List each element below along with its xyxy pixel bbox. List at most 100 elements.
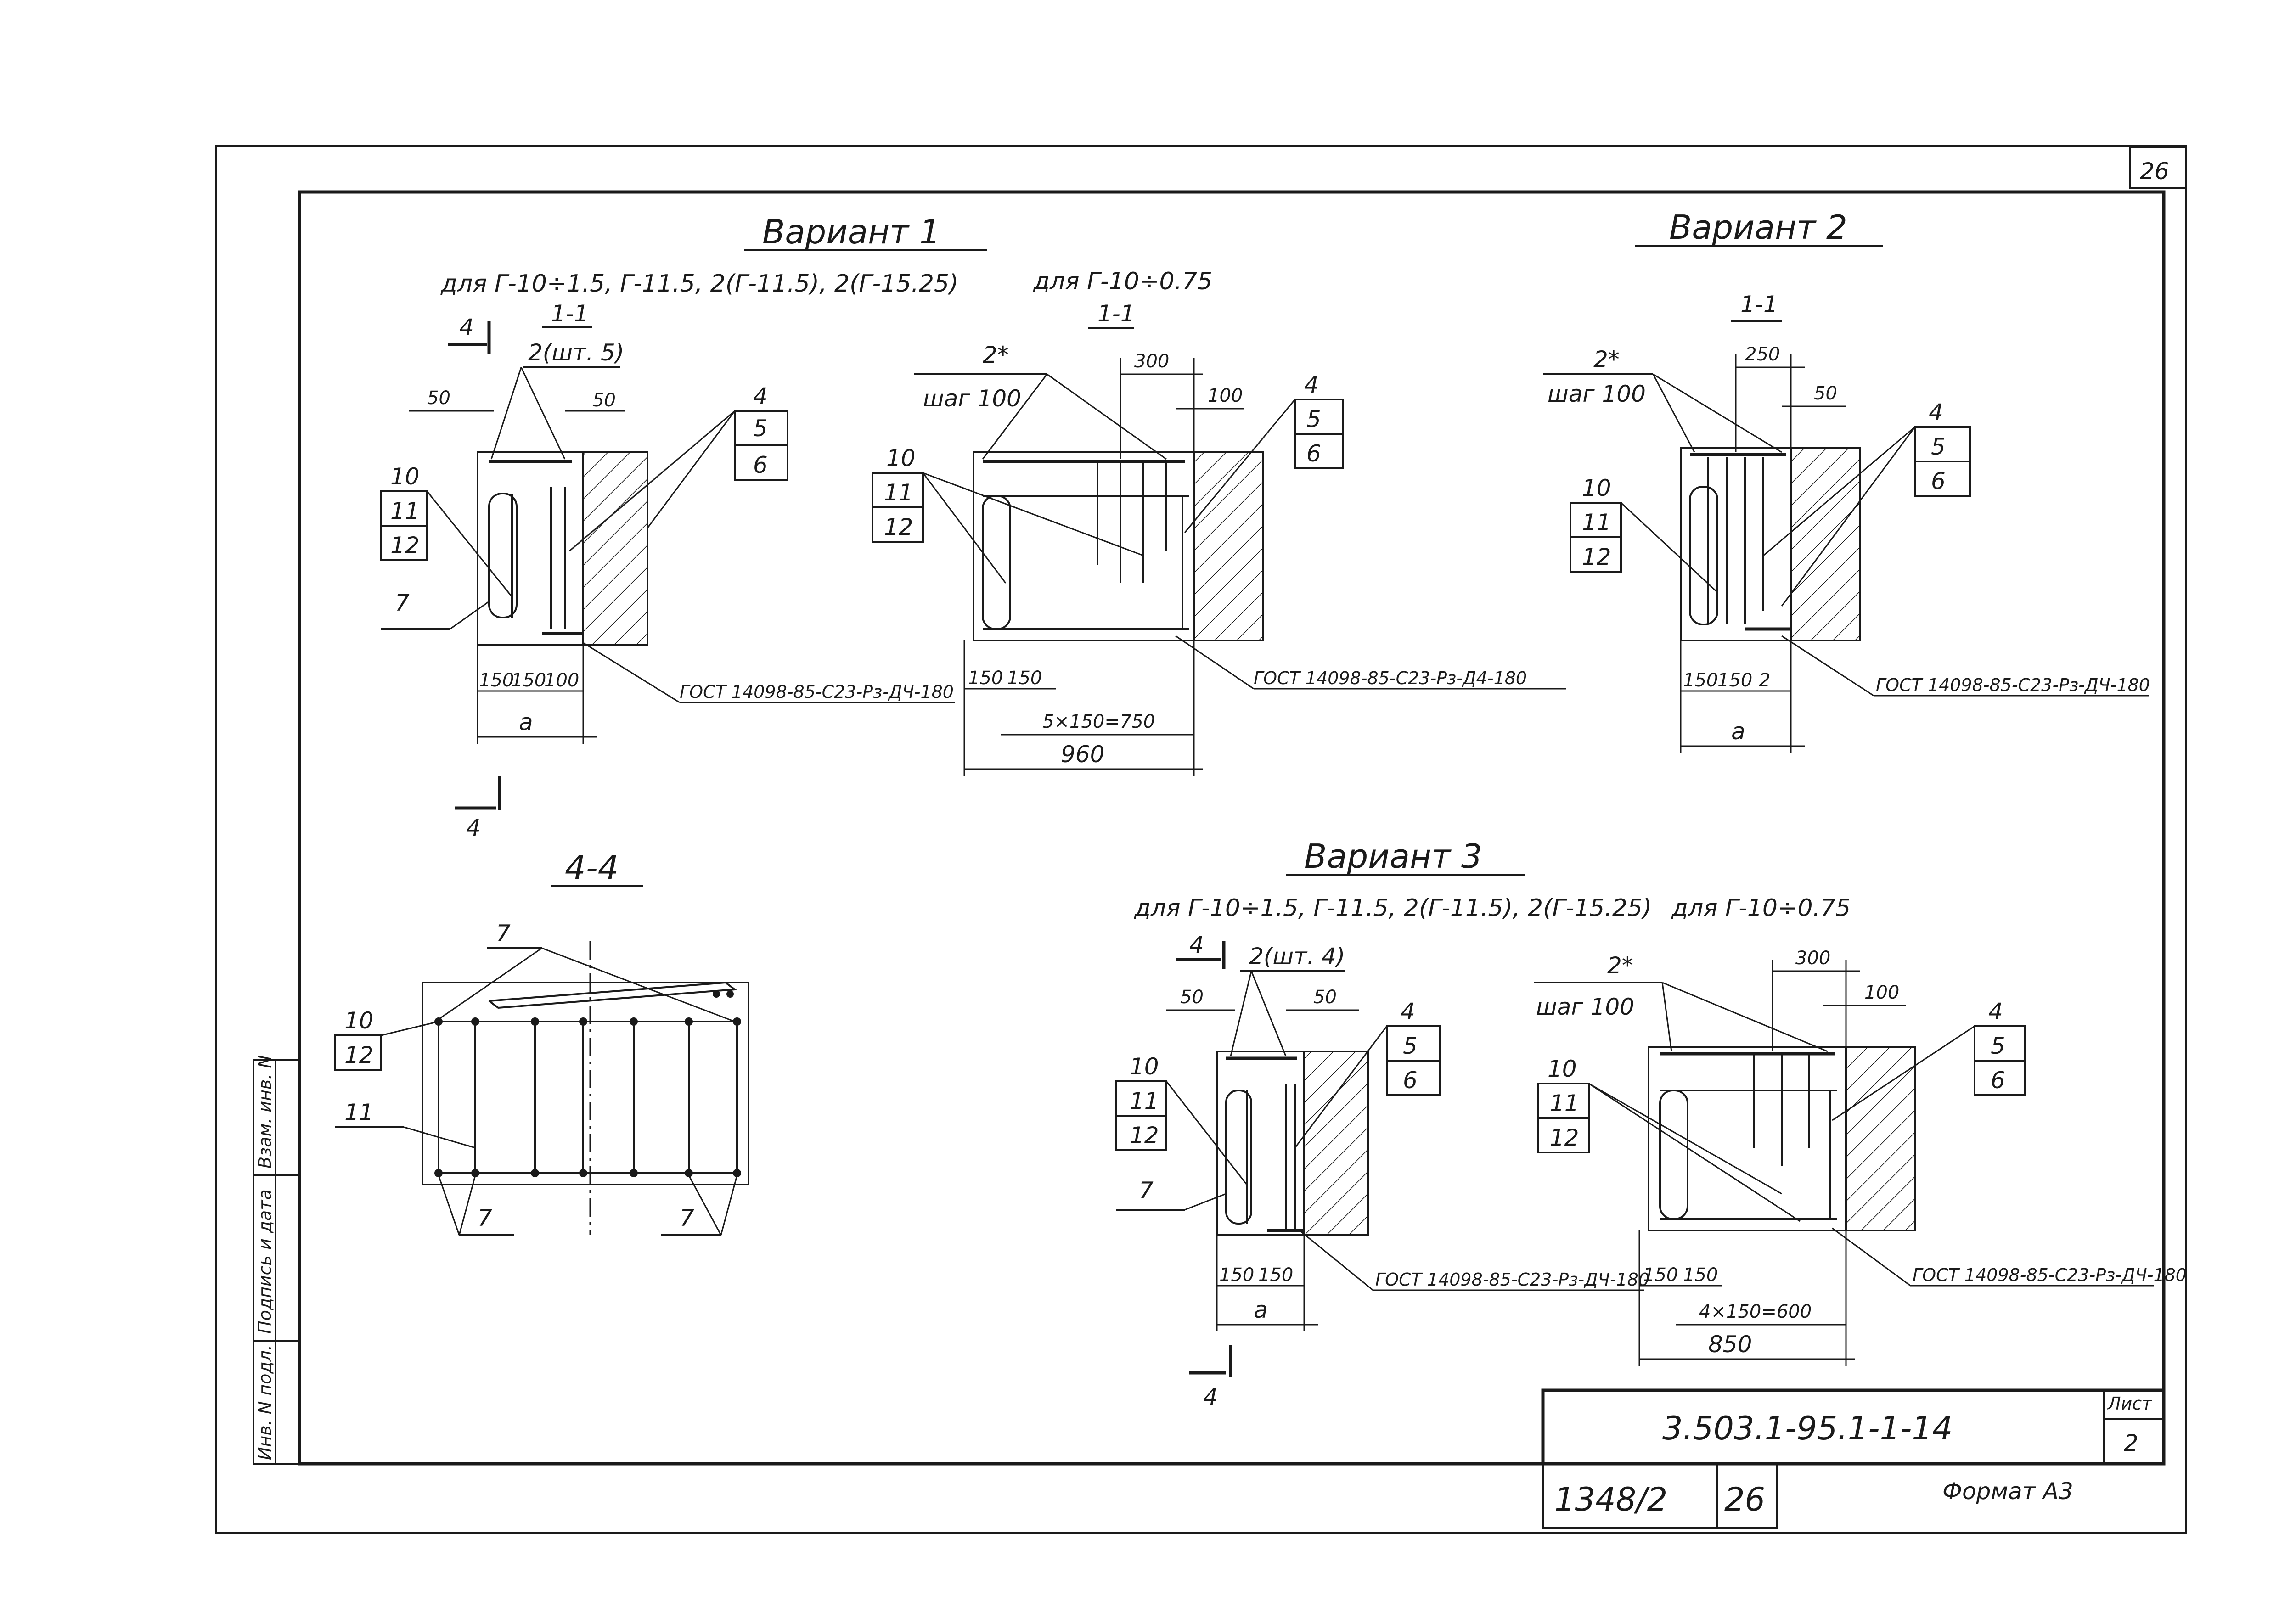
v1l-label-6: 6 [753, 452, 768, 478]
v1r-dim-total: 960 [1061, 741, 1104, 768]
v3r-subtitle: для Г-10÷0.75 [1671, 894, 1851, 922]
v1r-section: 1-1 [1097, 300, 1135, 327]
inventory-no: 1348/2 [1554, 1481, 1667, 1518]
v3l-dim-left: 50 [1180, 987, 1204, 1008]
v3r-dim-b1: 150 [1643, 1264, 1678, 1286]
v3l-dim-right: 50 [1313, 987, 1337, 1008]
title-block: 3.503.1-95.1-1-14 Лист 2 1348/2 26 Форма… [1541, 1388, 2166, 1529]
v3l-label-7: 7 [1139, 1177, 1154, 1204]
side-stamp-col1: Инв. N подл. [255, 1345, 275, 1460]
sheet-number-box: 26 [2129, 146, 2187, 189]
v3l-gost: ГОСТ 14098-85-С23-Рз-ДЧ-180 [1375, 1270, 1649, 1290]
page-no: 26 [1724, 1481, 1765, 1518]
s44-label-7-top: 7 [496, 920, 511, 947]
v3r-dim-total: 850 [1708, 1331, 1752, 1358]
v3r-gost: ГОСТ 14098-85-С23-Рз-ДЧ-180 [1913, 1265, 2187, 1285]
v3r-rebar-note: 2* [1607, 952, 1633, 979]
v3l-label-10: 10 [1130, 1053, 1159, 1080]
v3l-dim-b2: 150 [1258, 1264, 1293, 1286]
v3l-cut-bottom: 4 [1203, 1384, 1218, 1410]
sheet-no: 2 [2124, 1430, 2138, 1456]
variant3-right-section: для Г-10÷0.75 2* шаг 100 300 100 4 5 6 1… [1534, 894, 2187, 1366]
v2-dim-right: 50 [1814, 383, 1837, 404]
s44-label-12: 12 [344, 1042, 374, 1068]
v3r-dim-series: 4×150=600 [1699, 1301, 1812, 1322]
v3r-dim-top: 300 [1795, 948, 1830, 969]
v3l-label-11: 11 [1130, 1088, 1159, 1114]
v3r-dim-right: 100 [1864, 982, 1899, 1003]
v1l-subtitle: для Г-10÷1.5, Г-11.5, 2(Г-11.5), 2(Г-15.… [440, 270, 958, 298]
side-stamp-col2: Подпись и дата [255, 1189, 275, 1334]
v1l-gost: ГОСТ 14098-85-С23-Рз-ДЧ-180 [680, 682, 954, 702]
v3l-cut-top: 4 [1189, 932, 1204, 958]
v1r-dim-top: 300 [1134, 351, 1169, 372]
v3r-dim-b2: 150 [1683, 1264, 1718, 1286]
inner-frame [298, 190, 2166, 1466]
variant3-left-section: для Г-10÷1.5, Г-11.5, 2(Г-11.5), 2(Г-15.… [1115, 894, 1652, 1410]
v1r-subtitle: для Г-10÷0.75 [1033, 268, 1212, 295]
v3r-step: шаг 100 [1536, 994, 1634, 1020]
v2-label-4: 4 [1929, 399, 1943, 426]
v2-dim-a: a [1731, 718, 1745, 745]
v3l-rebar-note: 2(шт. 4) [1249, 943, 1345, 970]
v1r-dim-right: 100 [1208, 385, 1243, 406]
v1l-label-10: 10 [390, 463, 420, 490]
variant3-title: Вариант 3 [1304, 837, 1482, 876]
v3l-subtitle: для Г-10÷1.5, Г-11.5, 2(Г-11.5), 2(Г-15.… [1134, 894, 1652, 922]
v2-step: шаг 100 [1548, 381, 1646, 407]
v1r-label-12: 12 [884, 514, 913, 540]
v1l-dim-b1: 150 [479, 670, 514, 691]
v3l-label-6: 6 [1403, 1067, 1418, 1094]
v1l-label-4: 4 [753, 383, 768, 410]
v1l-label-7: 7 [395, 590, 410, 616]
v2-gost: ГОСТ 14098-85-С23-Рз-ДЧ-180 [1876, 675, 2150, 695]
v2-label-5: 5 [1931, 433, 1946, 460]
v2-dim-top: 250 [1745, 344, 1780, 365]
s44-label-7-right: 7 [680, 1205, 694, 1231]
v3r-label-12: 12 [1550, 1124, 1579, 1151]
v1l-dim-a: a [519, 709, 533, 736]
s44-label-7-left: 7 [478, 1205, 492, 1231]
s44-label-11: 11 [344, 1099, 374, 1126]
outer-frame [215, 145, 2187, 1534]
variant2-title: Вариант 2 [1669, 208, 1847, 247]
section44-title: 4-4 [565, 848, 619, 887]
v1r-gost: ГОСТ 14098-85-С23-Рз-Д4-180 [1254, 668, 1527, 688]
v1r-step: шаг 100 [923, 385, 1021, 412]
v2-label-12: 12 [1582, 544, 1611, 570]
v3l-label-4: 4 [1401, 998, 1415, 1025]
v2-label-10: 10 [1582, 475, 1611, 501]
v1l-rebar-note: 2(шт. 5) [528, 339, 624, 366]
v1r-dim-series: 5×150=750 [1042, 711, 1155, 732]
v2-rebar-note: 2* [1593, 346, 1620, 373]
v1r-rebar-note: 2* [983, 342, 1009, 368]
v1l-cut-top: 4 [459, 314, 474, 341]
variant1-right-section: для Г-10÷0.75 1-1 2* шаг 100 300 100 4 5… [872, 268, 1566, 776]
sheet-number-top: 26 [2140, 158, 2169, 185]
v2-dim-b2: 150 [1717, 670, 1752, 691]
v3r-label-10: 10 [1548, 1056, 1577, 1082]
format-label: Формат А3 [1942, 1478, 2073, 1505]
v1l-label-11: 11 [390, 498, 420, 524]
side-stamp: Инв. N подл. Подпись и дата Взам. инв. N [253, 1055, 300, 1465]
variant2-section: Вариант 2 1-1 2* шаг 100 250 50 4 5 6 [1543, 208, 2150, 753]
v1l-section: 1-1 [551, 300, 589, 327]
v2-label-11: 11 [1582, 509, 1611, 536]
v1l-dim-left: 50 [427, 388, 450, 409]
v1r-label-10: 10 [886, 445, 916, 472]
v1r-dim-b1: 150 [968, 668, 1003, 689]
v2-dim-b3: 2 [1759, 670, 1770, 691]
v3l-label-12: 12 [1130, 1122, 1159, 1149]
v1l-dim-b2: 150 [511, 670, 546, 691]
v1l-label-12: 12 [390, 532, 420, 559]
v3l-dim-b1: 150 [1219, 1264, 1254, 1286]
section-4-4: 4-4 7 10 12 11 [334, 848, 749, 1236]
v2-label-6: 6 [1931, 468, 1946, 494]
variant1-left-section: для Г-10÷1.5, Г-11.5, 2(Г-11.5), 2(Г-15.… [380, 270, 958, 841]
s44-label-10: 10 [344, 1007, 374, 1034]
v1r-label-6: 6 [1306, 440, 1321, 467]
v1l-label-5: 5 [753, 415, 768, 442]
v1l-cut-bottom: 4 [466, 815, 481, 841]
variant1-title: Вариант 1 [762, 213, 940, 251]
